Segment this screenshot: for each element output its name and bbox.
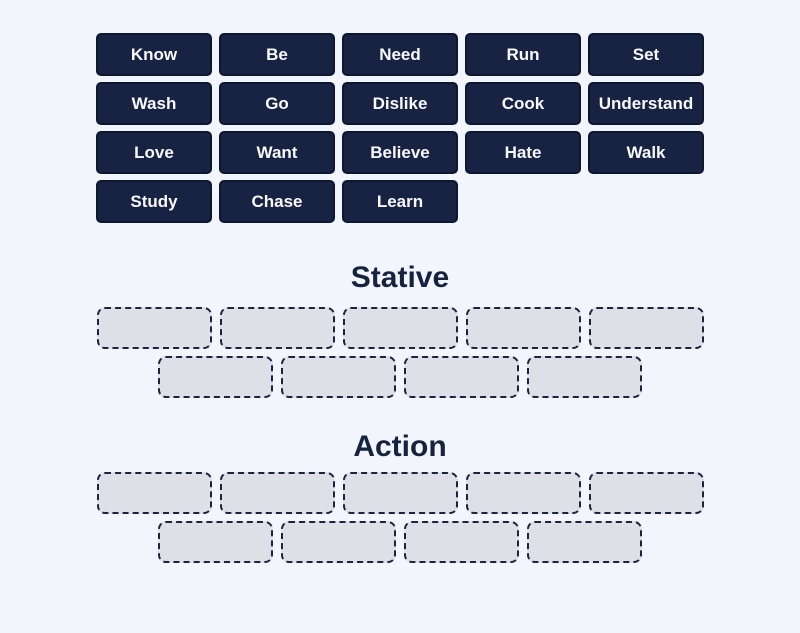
word-tile-chase[interactable]: Chase: [219, 180, 335, 223]
word-tile-be[interactable]: Be: [219, 33, 335, 76]
word-tile-wash[interactable]: Wash: [96, 82, 212, 125]
word-tile-study[interactable]: Study: [96, 180, 212, 223]
word-tile-set[interactable]: Set: [588, 33, 704, 76]
word-tile-know[interactable]: Know: [96, 33, 212, 76]
word-tile-dislike[interactable]: Dislike: [342, 82, 458, 125]
drop-slot-action-6[interactable]: [158, 521, 273, 563]
category-title-action: Action: [353, 430, 447, 463]
drop-slot-stative-6[interactable]: [158, 356, 273, 398]
drop-slot-stative-4[interactable]: [465, 307, 581, 349]
word-tile-love[interactable]: Love: [96, 131, 212, 174]
stative-slot-row-2: [0, 356, 800, 398]
drop-slot-action-4[interactable]: [465, 472, 581, 514]
word-tile-cook[interactable]: Cook: [465, 82, 581, 125]
drop-slot-action-7[interactable]: [281, 521, 396, 563]
word-tile-need[interactable]: Need: [342, 33, 458, 76]
drop-slot-stative-9[interactable]: [527, 356, 642, 398]
drop-slot-action-1[interactable]: [96, 472, 212, 514]
category-title-stative: Stative: [350, 261, 450, 294]
word-tile-hate[interactable]: Hate: [465, 131, 581, 174]
drop-slot-stative-2[interactable]: [219, 307, 335, 349]
stative-slot-row-1: [0, 307, 800, 349]
page: { "colors":{ "page-bg":"#f2f6fc", "tile-…: [0, 33, 800, 633]
drop-slot-action-9[interactable]: [527, 521, 642, 563]
word-tile-believe[interactable]: Believe: [342, 131, 458, 174]
drop-slot-action-8[interactable]: [404, 521, 519, 563]
drop-slot-stative-3[interactable]: [342, 307, 458, 349]
category-stative: Stative: [0, 259, 800, 398]
word-tile-want[interactable]: Want: [219, 131, 335, 174]
word-tile-understand[interactable]: Understand: [588, 82, 704, 125]
drop-slot-stative-7[interactable]: [281, 356, 396, 398]
drop-slot-action-3[interactable]: [342, 472, 458, 514]
drop-slot-action-5[interactable]: [588, 472, 704, 514]
word-tile-walk[interactable]: Walk: [588, 131, 704, 174]
word-tile-go[interactable]: Go: [219, 82, 335, 125]
drop-slot-stative-5[interactable]: [588, 307, 704, 349]
drop-slot-stative-1[interactable]: [96, 307, 212, 349]
drop-slot-action-2[interactable]: [219, 472, 335, 514]
action-slot-row-1: [0, 472, 800, 514]
word-tile-learn[interactable]: Learn: [342, 180, 458, 223]
category-action: Action: [0, 428, 800, 563]
action-slot-row-2: [0, 521, 800, 563]
drop-slot-stative-8[interactable]: [404, 356, 519, 398]
word-bank: Know Be Need Run Set Wash Go Dislike Coo…: [96, 33, 704, 223]
word-tile-run[interactable]: Run: [465, 33, 581, 76]
